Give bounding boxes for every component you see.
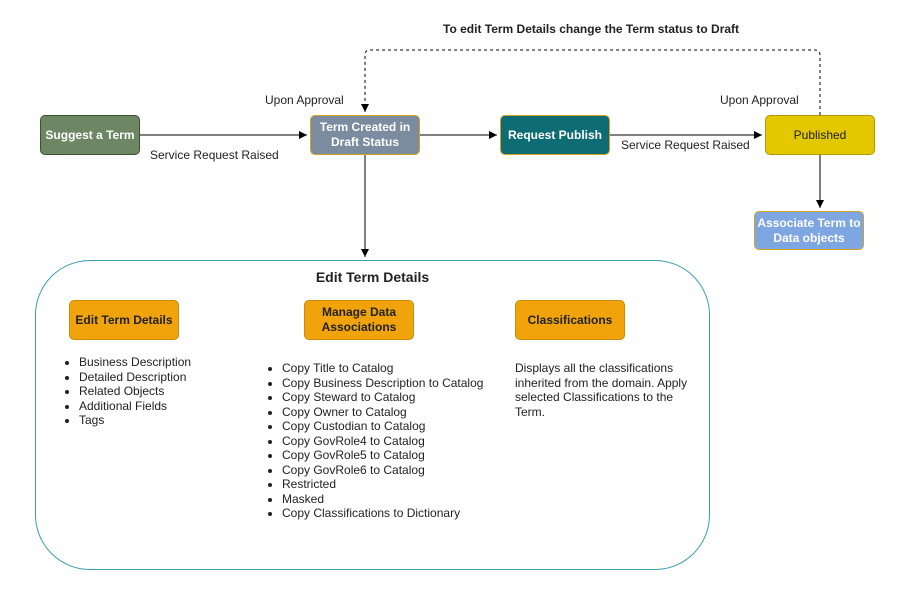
list-item: Copy Steward to Catalog <box>282 390 483 405</box>
edge-label-service-request-right: Service Request Raised <box>621 138 750 152</box>
list-item: Detailed Description <box>79 370 191 385</box>
node-request-publish[interactable]: Request Publish <box>500 115 610 155</box>
list-item: Copy Custodian to Catalog <box>282 419 483 434</box>
node-label: Request Publish <box>507 127 602 142</box>
section-edit-term-details[interactable]: Edit Term Details <box>69 300 179 340</box>
list-item: Copy GovRole6 to Catalog <box>282 463 483 478</box>
section-manage-data-associations[interactable]: Manage Data Associations <box>304 300 414 340</box>
node-associate-term[interactable]: Associate Term to Data objects <box>754 211 864 250</box>
list-item: Restricted <box>282 477 483 492</box>
node-label: Term Created in Draft Status <box>319 120 411 149</box>
node-published[interactable]: Published <box>765 115 875 155</box>
list-item: Copy Title to Catalog <box>282 361 483 376</box>
node-label: Published <box>793 127 847 142</box>
list-item: Copy Owner to Catalog <box>282 405 483 420</box>
panel-title: Edit Term Details <box>315 269 430 285</box>
section-title: Classifications <box>527 312 613 327</box>
edit-term-details-list: Business Description Detailed Descriptio… <box>63 355 191 428</box>
section-classifications[interactable]: Classifications <box>515 300 625 340</box>
classifications-description: Displays all the classifications inherit… <box>515 361 688 419</box>
list-item: Additional Fields <box>79 399 191 414</box>
edge-published-back-to-created <box>361 49 821 115</box>
list-item: Masked <box>282 492 483 507</box>
edit-term-details-panel: Edit Term Details <box>35 260 710 570</box>
list-item: Tags <box>79 413 191 428</box>
manage-data-associations-list: Copy Title to Catalog Copy Business Desc… <box>266 361 483 521</box>
list-item: Related Objects <box>79 384 191 399</box>
node-term-created-draft[interactable]: Term Created in Draft Status <box>310 115 420 155</box>
node-label: Associate Term to Data objects <box>757 215 861 245</box>
list-item: Copy Business Description to Catalog <box>282 376 483 391</box>
node-label: Suggest a Term <box>45 127 135 142</box>
section-title: Edit Term Details <box>75 312 173 327</box>
section-title: Manage Data Associations <box>321 305 397 334</box>
edge-label-upon-approval-left: Upon Approval <box>265 93 344 107</box>
edge-label-upon-approval-right: Upon Approval <box>720 93 799 107</box>
list-item: Copy Classifications to Dictionary <box>282 506 483 521</box>
node-suggest-a-term[interactable]: Suggest a Term <box>40 115 140 155</box>
list-item: Copy GovRole5 to Catalog <box>282 448 483 463</box>
list-item: Business Description <box>79 355 191 370</box>
list-item: Copy GovRole4 to Catalog <box>282 434 483 449</box>
edge-label-service-request-left: Service Request Raised <box>150 148 279 162</box>
top-note: To edit Term Details change the Term sta… <box>443 22 740 36</box>
